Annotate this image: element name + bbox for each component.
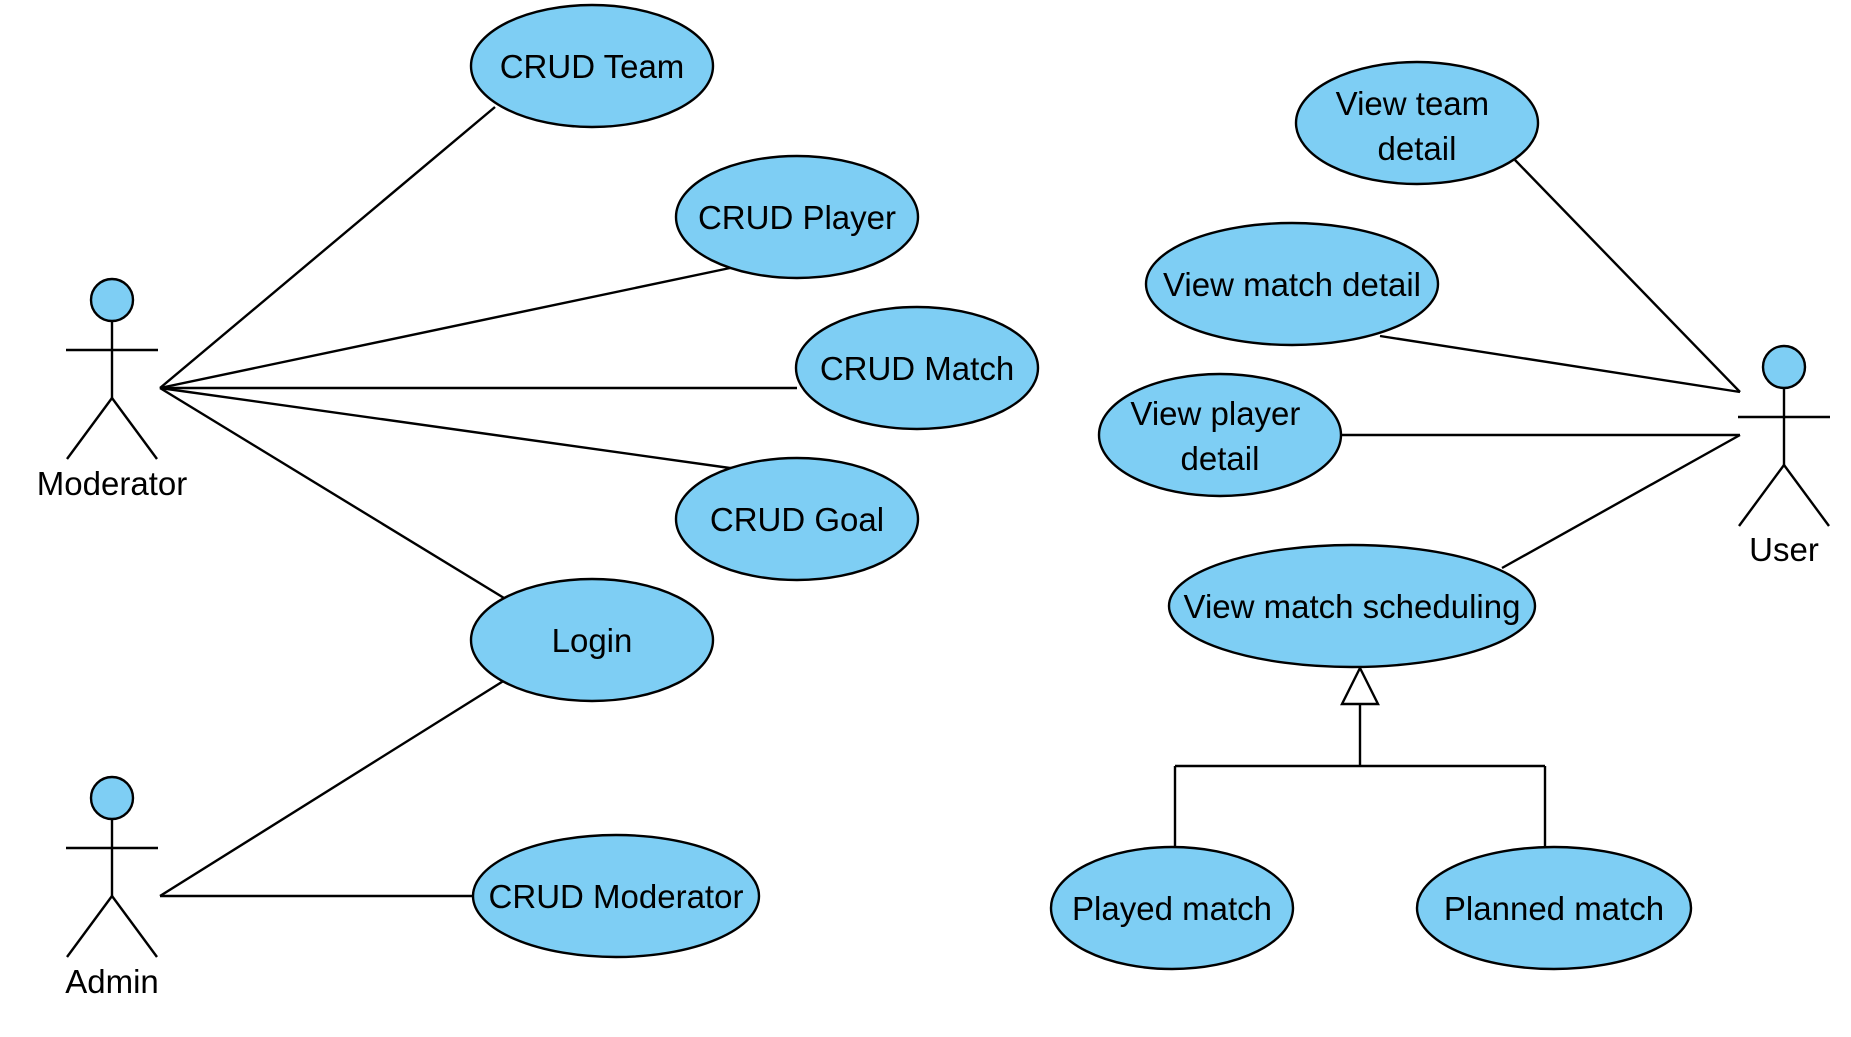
- use-case-view-match-scheduling[interactable]: View match scheduling: [1167, 543, 1537, 669]
- actor-moderator[interactable]: Moderator: [37, 277, 187, 502]
- use-case-planned-match[interactable]: Planned match: [1415, 845, 1693, 971]
- use-case-view-match-detail-label: View match detail: [1163, 266, 1421, 303]
- use-case-crud-player[interactable]: CRUD Player: [674, 154, 920, 280]
- actor-user[interactable]: User: [1738, 344, 1830, 568]
- use-case-crud-match-label: CRUD Match: [820, 350, 1014, 387]
- use-case-crud-moderator-label: CRUD Moderator: [489, 878, 744, 915]
- actor-admin-label: Admin: [65, 963, 159, 1000]
- generalization-arrowhead-icon: [1340, 665, 1380, 706]
- assoc-user-view-match-detail: [1379, 334, 1741, 394]
- use-case-view-player-detail-label: View player detail: [1130, 395, 1309, 477]
- assoc-user-view-team-detail: [1514, 159, 1741, 393]
- use-case-view-match-scheduling-label: View match scheduling: [1184, 588, 1521, 625]
- use-case-planned-match-label: Planned match: [1444, 890, 1664, 927]
- assoc-moderator-crud-team: [159, 106, 496, 389]
- associations: [159, 106, 1741, 898]
- use-case-view-player-detail[interactable]: View player detail: [1097, 372, 1343, 498]
- use-case-view-team-detail-label: View team detail: [1336, 85, 1499, 167]
- use-case-played-match-label: Played match: [1072, 890, 1272, 927]
- actor-user-head: [1761, 344, 1807, 390]
- assoc-admin-login: [159, 678, 506, 898]
- use-case-view-team-detail[interactable]: View team detail: [1294, 60, 1540, 186]
- use-case-login-label: Login: [552, 622, 633, 659]
- actor-user-label: User: [1749, 531, 1819, 568]
- actor-admin[interactable]: Admin: [65, 775, 159, 1000]
- use-case-crud-goal[interactable]: CRUD Goal: [674, 456, 920, 582]
- use-case-played-match[interactable]: Played match: [1049, 845, 1295, 971]
- assoc-user-view-match-scheduling: [1501, 433, 1741, 570]
- use-case-crud-goal-label: CRUD Goal: [710, 501, 884, 538]
- actor-admin-head: [89, 775, 135, 821]
- assoc-moderator-login: [159, 386, 505, 600]
- use-case-crud-player-label: CRUD Player: [698, 199, 896, 236]
- use-case-crud-moderator[interactable]: CRUD Moderator: [471, 833, 761, 959]
- actor-moderator-label: Moderator: [37, 465, 187, 502]
- actor-moderator-head: [89, 277, 135, 323]
- generalization: [1173, 665, 1547, 848]
- use-case-crud-team[interactable]: CRUD Team: [469, 3, 715, 129]
- use-case-crud-match[interactable]: CRUD Match: [794, 305, 1040, 431]
- use-case-crud-team-label: CRUD Team: [500, 48, 685, 85]
- assoc-moderator-crud-goal: [159, 386, 738, 471]
- use-case-login[interactable]: Login: [469, 577, 715, 703]
- use-case-view-match-detail[interactable]: View match detail: [1144, 221, 1440, 347]
- assoc-moderator-crud-player: [159, 266, 731, 390]
